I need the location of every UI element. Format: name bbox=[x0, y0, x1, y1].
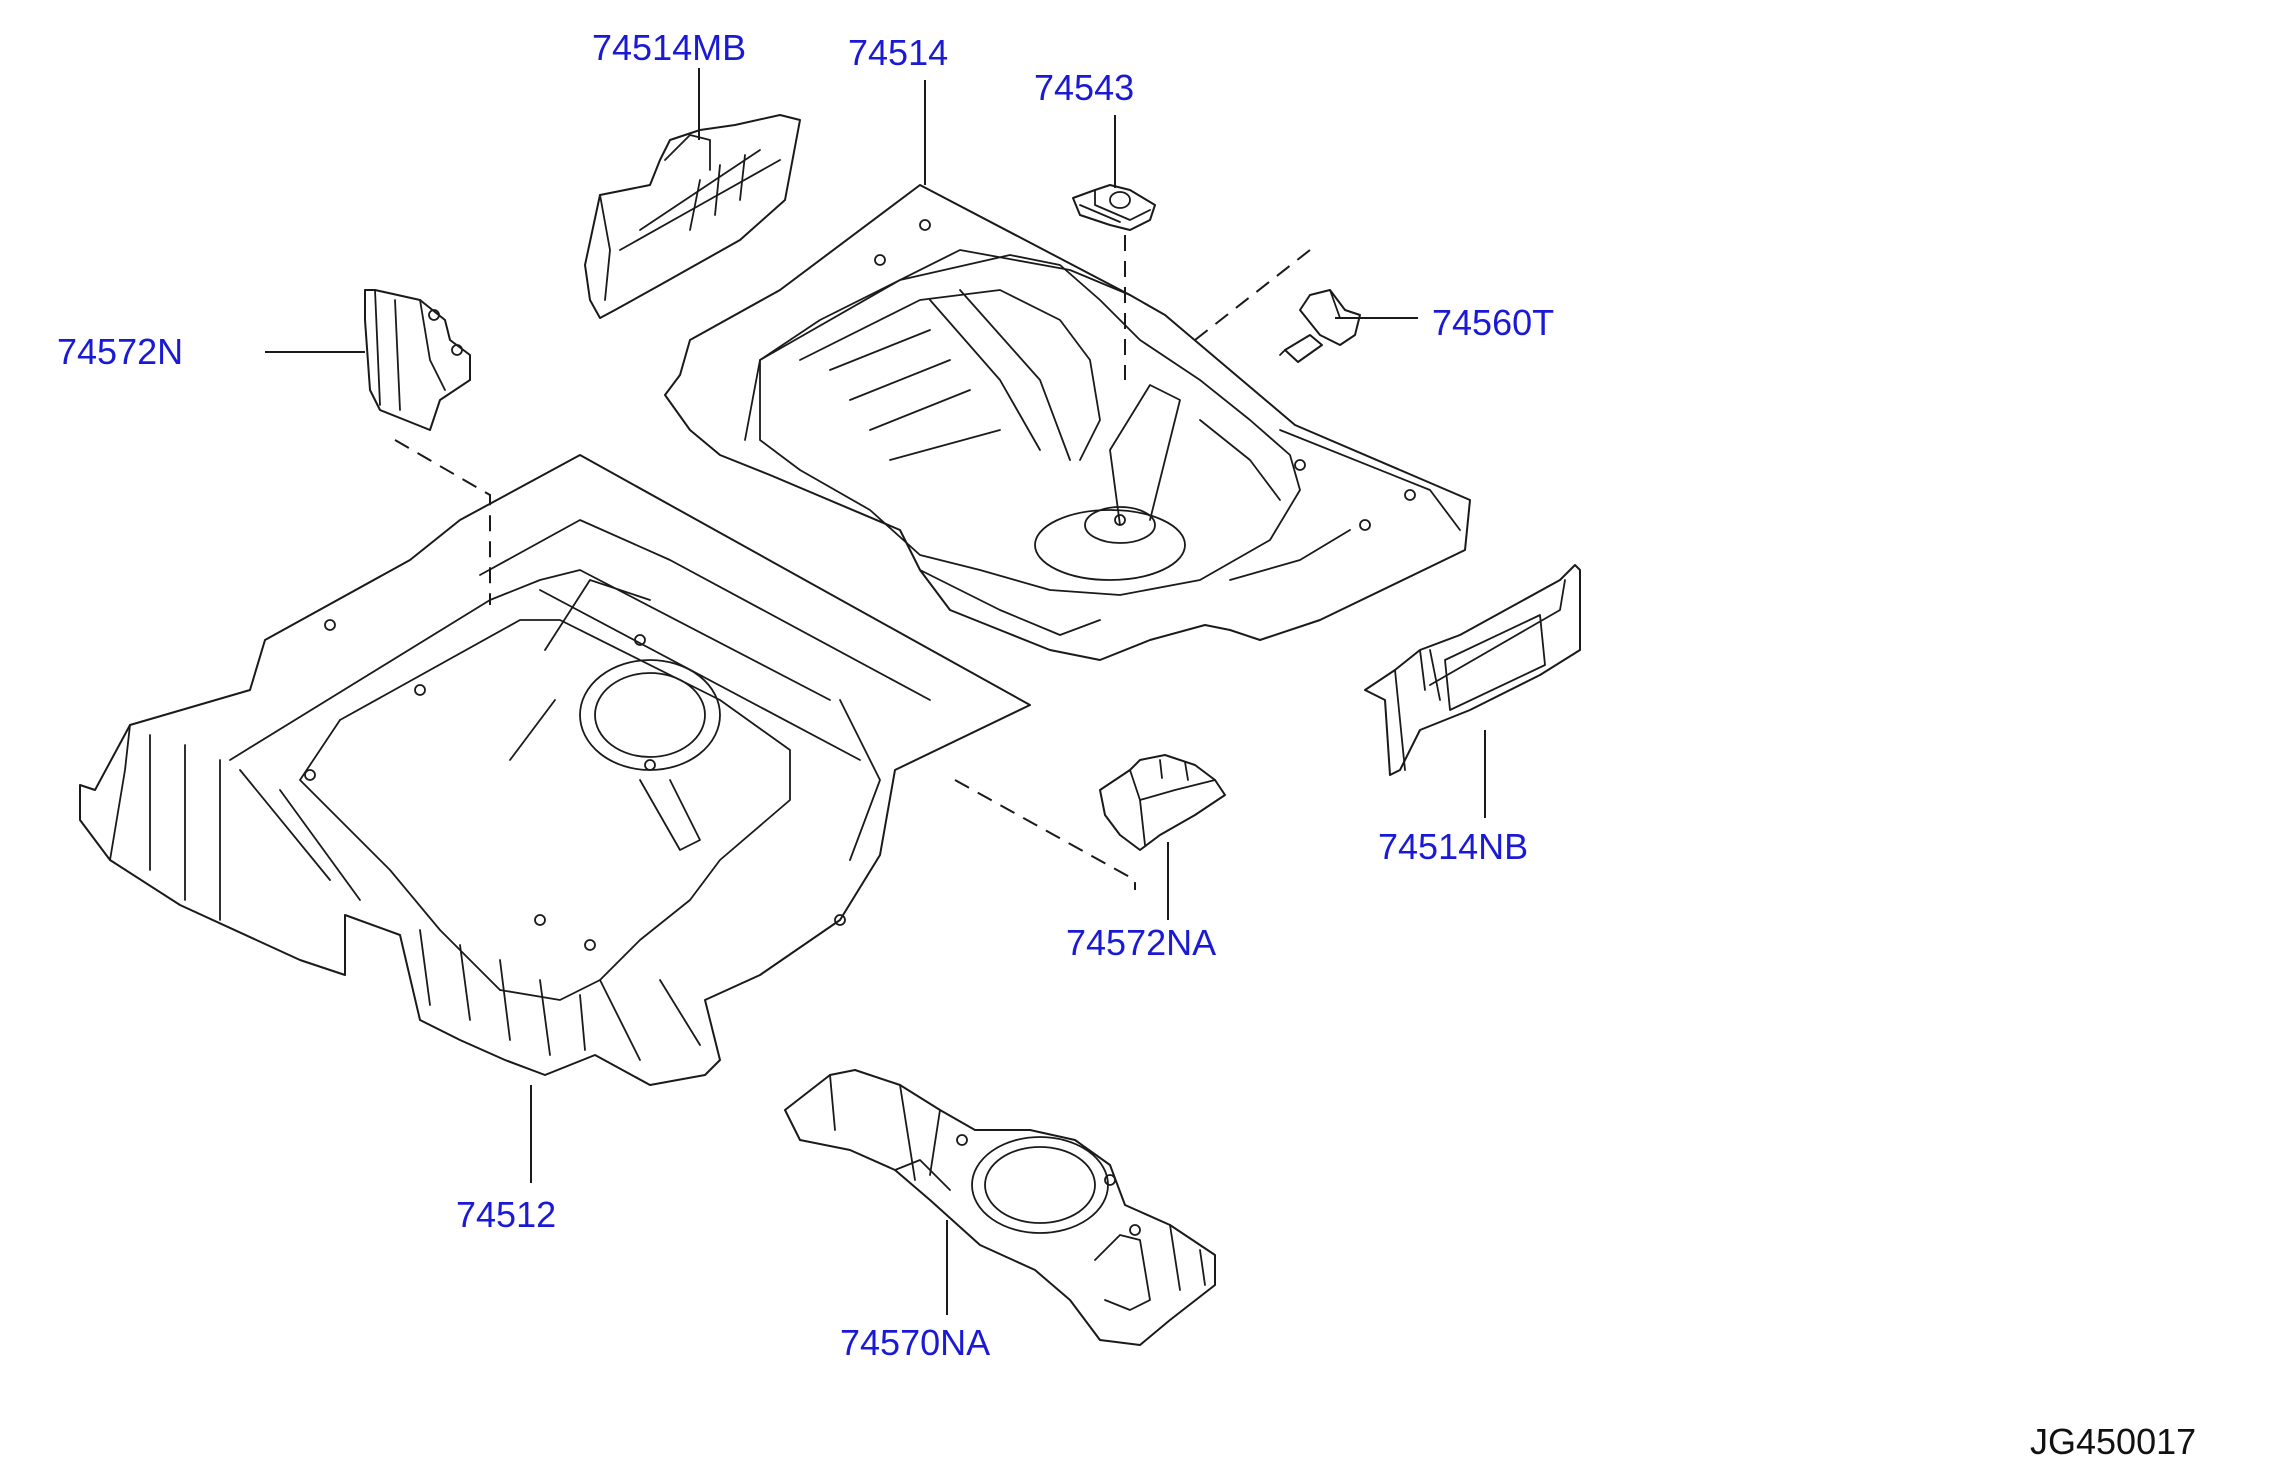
alignment-line-74572N bbox=[394, 439, 491, 605]
part-74514-rear-floor[interactable] bbox=[664, 184, 1471, 661]
part-74572N-bracket[interactable] bbox=[364, 289, 471, 431]
part-label-74572NA[interactable]: 74572NA bbox=[1066, 922, 1217, 963]
part-label-74570NA[interactable]: 74570NA bbox=[840, 1322, 991, 1363]
part-74514NB-side-member[interactable] bbox=[1364, 564, 1581, 776]
part-74514MB-side-member[interactable] bbox=[584, 114, 801, 319]
part-74512-front-floor[interactable] bbox=[79, 454, 1031, 1086]
alignment-line-74560T bbox=[1194, 247, 1311, 341]
part-74572NA-bracket[interactable] bbox=[1099, 754, 1226, 851]
part-label-74512[interactable]: 74512 bbox=[456, 1194, 557, 1235]
part-label-74560T[interactable]: 74560T bbox=[1432, 302, 1555, 343]
part-74543-bracket[interactable] bbox=[1072, 184, 1156, 231]
part-label-74543[interactable]: 74543 bbox=[1034, 67, 1135, 108]
part-label-74514NB[interactable]: 74514NB bbox=[1378, 826, 1529, 867]
diagram-id: JG450017 bbox=[2030, 1421, 2197, 1462]
part-label-74572N[interactable]: 74572N bbox=[57, 331, 184, 372]
alignment-line-74572NA bbox=[954, 779, 1136, 890]
part-74560T-stud[interactable] bbox=[1279, 289, 1361, 363]
part-label-74514MB[interactable]: 74514MB bbox=[592, 27, 747, 68]
part-74570NA-reinforcement[interactable] bbox=[784, 1069, 1216, 1346]
part-label-74514[interactable]: 74514 bbox=[848, 32, 949, 73]
